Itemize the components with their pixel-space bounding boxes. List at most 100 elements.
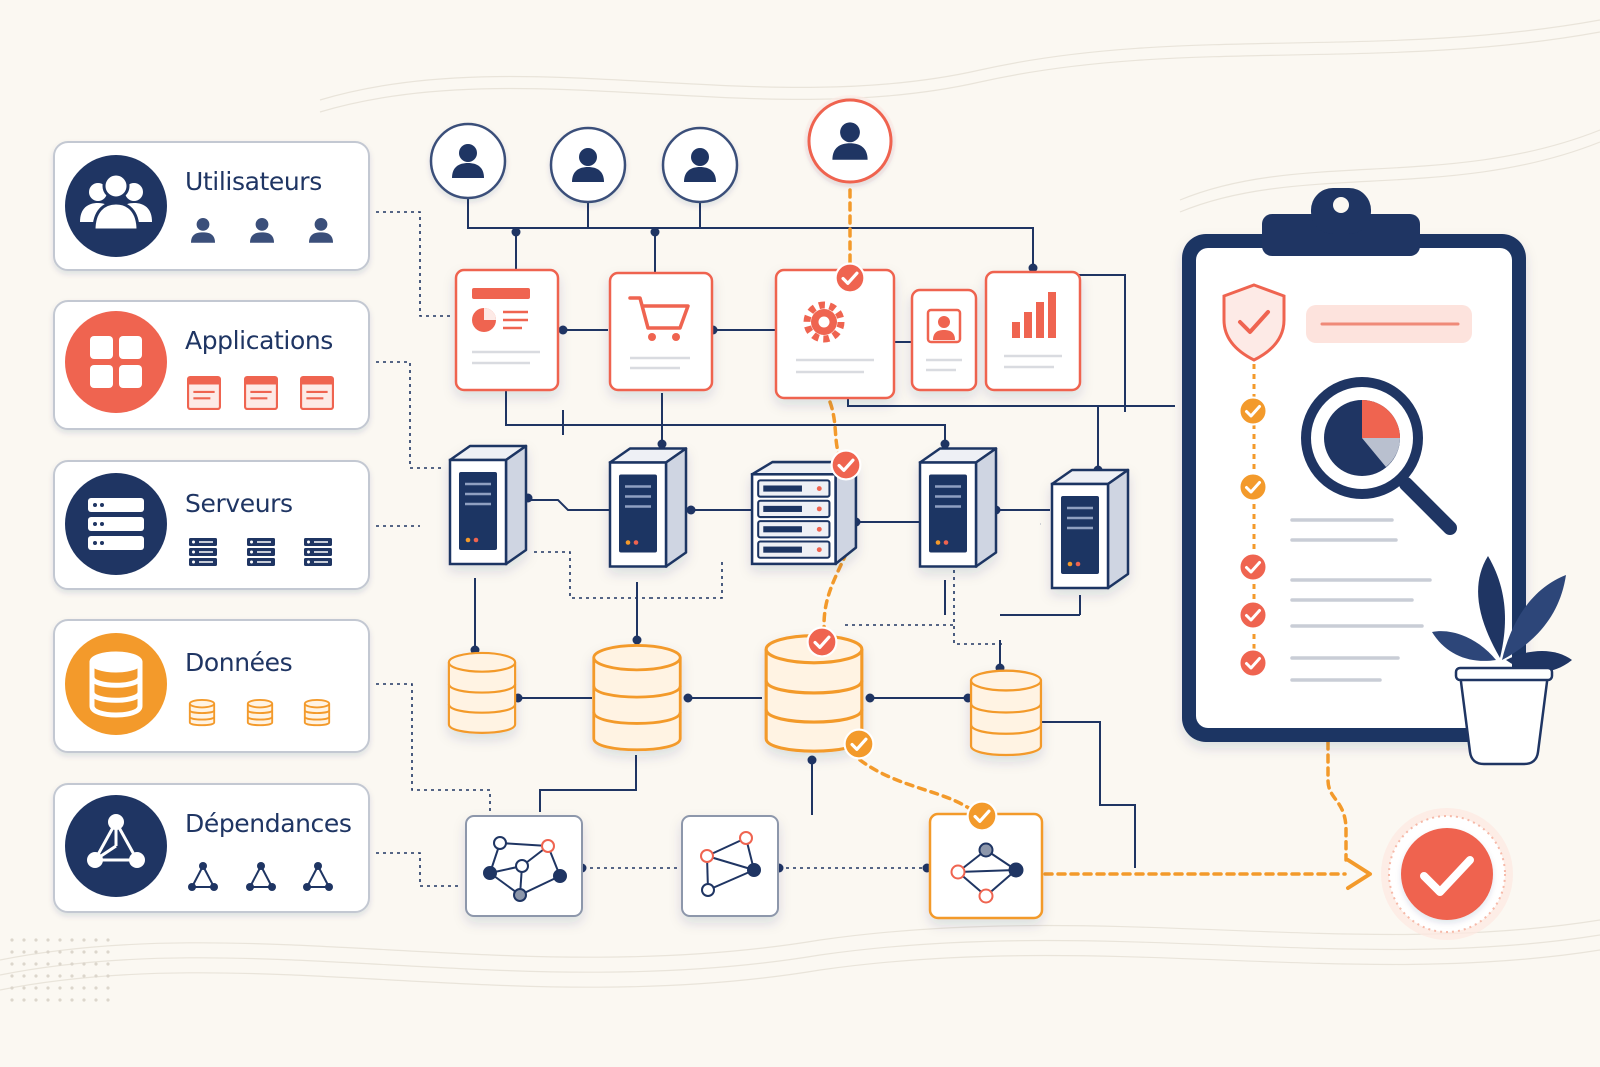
profile-icon [926, 308, 962, 344]
final-check-icon [1381, 808, 1513, 940]
database-node-2[interactable] [592, 643, 682, 752]
dot-pattern [10, 938, 110, 1002]
dashed-connections [376, 211, 1005, 887]
decor-dot [46, 950, 50, 954]
app-node-settings[interactable] [774, 268, 896, 400]
decor-dot [10, 998, 14, 1002]
decor-dot [94, 950, 98, 954]
decor-dot [58, 962, 62, 966]
decor-dot [34, 998, 38, 1002]
report-lines [1290, 518, 1432, 682]
decor-dot [46, 986, 50, 990]
decor-dot [10, 950, 14, 954]
decor-dot [106, 938, 110, 942]
check-icon [830, 449, 862, 481]
decor-dot [106, 950, 110, 954]
decor-dot [10, 986, 14, 990]
server-node-5[interactable] [1050, 468, 1130, 590]
dependency-node-1[interactable] [465, 815, 583, 917]
category-label-applications: Applications [185, 326, 333, 355]
plant-icon [1432, 556, 1572, 766]
decor-dot [58, 998, 62, 1002]
user-node-3[interactable] [661, 126, 739, 204]
check-icon [834, 262, 866, 294]
decor-dot [58, 986, 62, 990]
navy-connections [467, 198, 1175, 868]
check-icon [843, 728, 875, 760]
decor-dot [106, 986, 110, 990]
decor-dot [34, 938, 38, 942]
decor-dot [22, 998, 26, 1002]
decor-dot [58, 950, 62, 954]
decor-dot [94, 938, 98, 942]
shield-check-icon [1222, 283, 1286, 362]
category-card-servers[interactable] [53, 460, 370, 590]
decor-dot [70, 962, 74, 966]
decor-dot [34, 974, 38, 978]
app-node-shopping-cart[interactable] [608, 271, 714, 392]
category-label-dependencies: Dépendances [185, 809, 352, 838]
decor-dot [106, 998, 110, 1002]
category-card-users[interactable] [53, 141, 370, 271]
decor-dot [10, 974, 14, 978]
app-node-bar-chart[interactable] [984, 270, 1082, 392]
server-node-2[interactable] [608, 447, 688, 568]
arrow-head [1346, 858, 1372, 890]
decor-dot [82, 962, 86, 966]
decor-dot [70, 950, 74, 954]
decor-dot [106, 974, 110, 978]
category-card-data[interactable] [53, 619, 370, 753]
category-card-applications[interactable] [53, 300, 370, 430]
decor-dot [70, 986, 74, 990]
shopping-cart-icon [628, 296, 690, 330]
decor-dot [22, 986, 26, 990]
gear-icon [803, 301, 845, 343]
decor-dot [70, 974, 74, 978]
decor-dot [82, 938, 86, 942]
background-decoration [0, 19, 1600, 991]
decor-dot [94, 974, 98, 978]
decor-dot [82, 998, 86, 1002]
dependency-node-2[interactable] [681, 815, 779, 917]
decor-dot [70, 998, 74, 1002]
audit-clipboard[interactable] [1182, 188, 1526, 742]
decor-dot [22, 950, 26, 954]
decor-dot [58, 938, 62, 942]
user-node-1[interactable] [429, 122, 507, 200]
decor-dot [94, 962, 98, 966]
check-icon [806, 626, 838, 658]
decor-dot [34, 986, 38, 990]
decor-dot [46, 962, 50, 966]
app-node-dashboard[interactable] [454, 268, 560, 392]
decor-dot [46, 938, 50, 942]
decor-dot [10, 938, 14, 942]
database-node-4[interactable] [969, 669, 1043, 757]
bar-chart-icon [1012, 292, 1056, 338]
server-node-1[interactable] [448, 444, 528, 566]
user-node-highlighted[interactable] [804, 95, 896, 187]
user-node-2[interactable] [549, 126, 627, 204]
decor-dot [22, 938, 26, 942]
decor-dot [10, 962, 14, 966]
decor-dot [34, 950, 38, 954]
decor-dot [94, 986, 98, 990]
decor-dot [82, 986, 86, 990]
decor-dot [34, 962, 38, 966]
decor-dot [82, 974, 86, 978]
decor-dot [82, 950, 86, 954]
server-node-4[interactable] [918, 447, 998, 568]
category-label-data: Données [185, 648, 293, 677]
decor-dot [46, 998, 50, 1002]
check-icon [966, 800, 998, 832]
decor-dot [70, 938, 74, 942]
decor-dot [58, 974, 62, 978]
category-label-users: Utilisateurs [185, 167, 322, 196]
decor-dot [22, 974, 26, 978]
category-card-dependencies[interactable] [53, 783, 370, 913]
decor-dot [46, 974, 50, 978]
database-node-1[interactable] [447, 651, 517, 735]
category-label-servers: Serveurs [185, 489, 293, 518]
app-node-profile[interactable] [910, 288, 978, 392]
